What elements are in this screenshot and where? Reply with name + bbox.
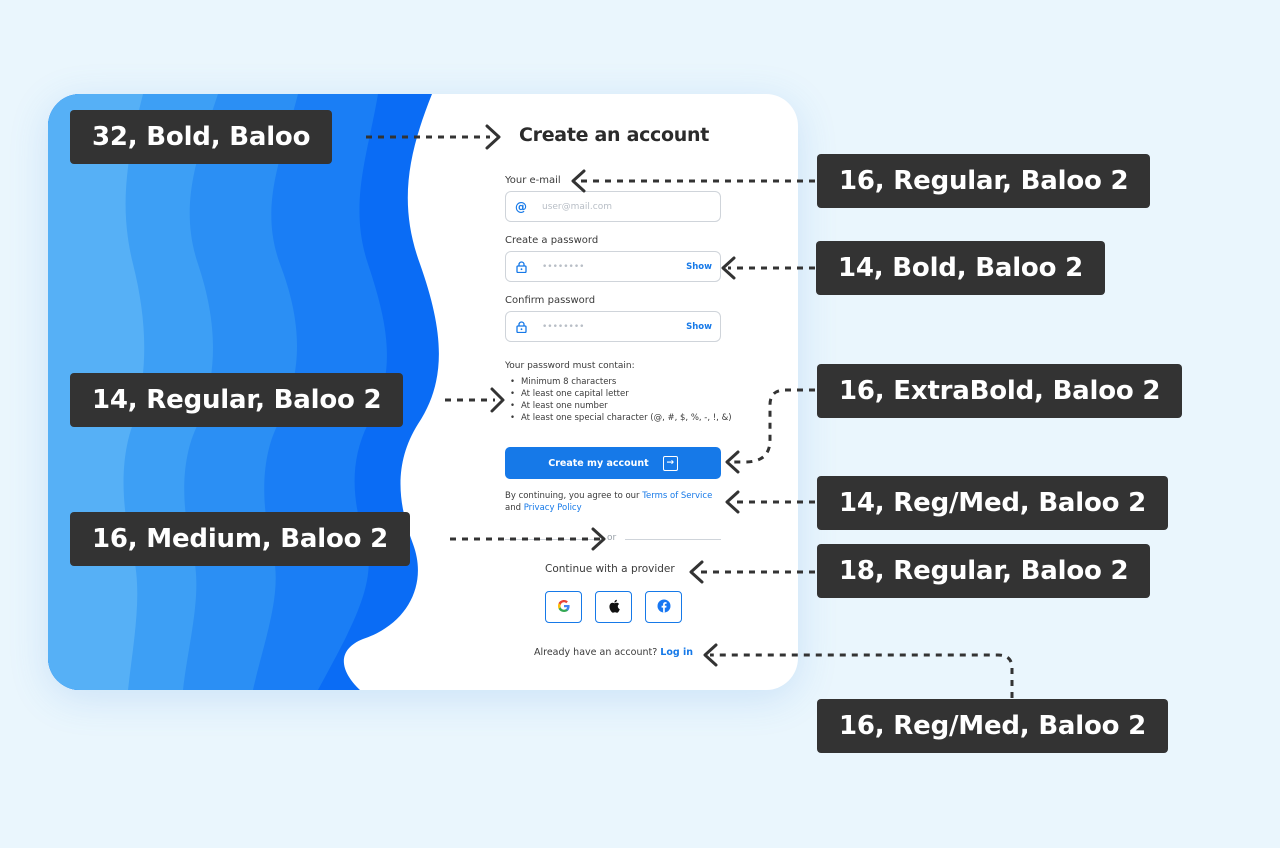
requirements-font-annotation: 14, Regular, Baloo 2 [70,373,404,427]
show-confirm-toggle[interactable]: Show [686,321,712,332]
or-font-annotation: 16, Medium, Baloo 2 [70,512,411,566]
apple-login-button[interactable] [595,591,632,623]
password-label: Create a password [505,235,599,246]
facebook-icon [657,598,671,617]
google-login-button[interactable] [545,591,582,623]
lock-icon [514,320,528,334]
requirements-list: Minimum 8 characters At least one capita… [510,376,732,424]
button-font-annotation: 16, ExtraBold, Baloo 2 [817,364,1183,418]
list-item: At least one number [510,400,732,412]
terms-prefix: By continuing, you agree to our [505,491,640,501]
list-item: Minimum 8 characters [510,376,732,388]
arrow-right-box-icon: → [662,455,678,471]
apple-icon [608,598,620,617]
at-icon: @ [515,199,527,214]
label-font-annotation: 16, Regular, Baloo 2 [817,154,1151,208]
terms-text: By continuing, you agree to our Terms of… [505,490,712,514]
divider-right [625,539,721,540]
password-placeholder: •••••••• [542,261,585,272]
email-placeholder: user@mail.com [542,201,612,212]
login-font-annotation: 16, Reg/Med, Baloo 2 [817,699,1169,753]
confirm-label: Confirm password [505,295,596,306]
list-item: At least one capital letter [510,388,732,400]
create-account-label: Create my account [548,457,649,469]
requirements-title: Your password must contain: [505,361,635,371]
confirm-password-field[interactable]: •••••••• Show [505,311,721,342]
login-link[interactable]: Log in [660,647,694,658]
list-item: At least one special character (@, #, $,… [510,412,732,424]
show-password-toggle[interactable]: Show [686,261,712,272]
or-divider-text: or [607,533,617,543]
email-label: Your e-mail [505,175,561,186]
email-field[interactable]: @ user@mail.com [505,191,721,222]
terms-font-annotation: 14, Reg/Med, Baloo 2 [817,476,1169,530]
google-icon [557,598,571,617]
page-title: Create an account [519,124,710,146]
create-account-button[interactable]: Create my account → [505,447,721,479]
provider-font-annotation: 18, Regular, Baloo 2 [817,544,1151,598]
show-font-annotation: 14, Bold, Baloo 2 [816,241,1105,295]
title-font-annotation: 32, Bold, Baloo [70,110,333,164]
have-account-prefix: Already have an account? [534,647,658,658]
terms-and: and [505,503,521,513]
facebook-login-button[interactable] [645,591,682,623]
password-field[interactable]: •••••••• Show [505,251,721,282]
terms-of-service-link[interactable]: Terms of Service [642,491,713,501]
divider-left [505,539,601,540]
signup-form: Create an account Your e-mail @ user@mai… [48,94,798,690]
lock-icon [514,260,528,274]
privacy-policy-link[interactable]: Privacy Policy [523,503,582,513]
confirm-placeholder: •••••••• [542,321,585,332]
have-account-text: Already have an account? Log in [534,647,693,658]
provider-text: Continue with a provider [545,563,675,575]
